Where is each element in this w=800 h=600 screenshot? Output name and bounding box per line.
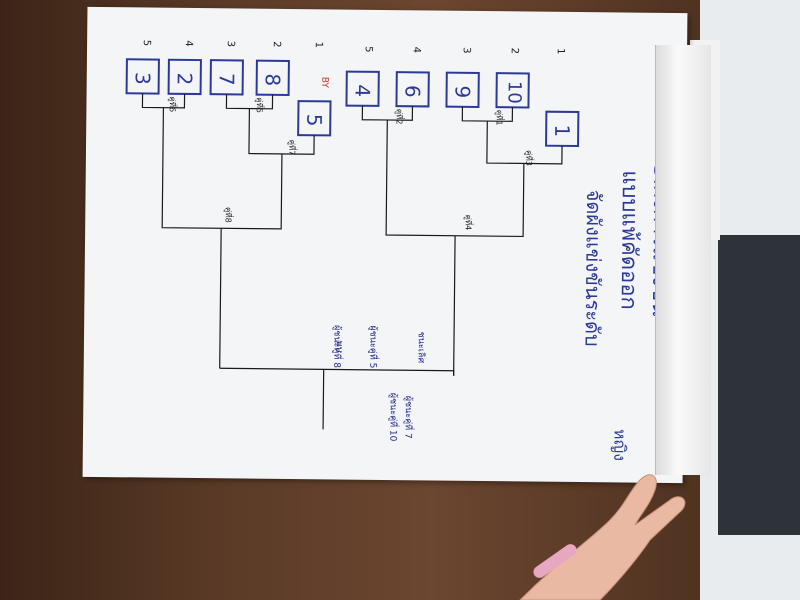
dark-cabinet (718, 235, 800, 535)
row-num-a3: 3 (460, 47, 472, 54)
row-num-b2: 2 (270, 41, 282, 48)
match-label-1: คู่ที่1 (494, 109, 504, 126)
row-num-b3: 3 (224, 40, 236, 48)
title-line-3: จัดผังแข่งขันระดับ (580, 189, 607, 347)
row-num-a2: 2 (508, 47, 520, 55)
row-num-b1: 1 (312, 41, 324, 49)
seed-b2: 8 (260, 73, 285, 87)
row-num-a5: 5 (362, 46, 374, 53)
final-note-5: ผู้ชนะคู่ที่ 8 (331, 324, 342, 369)
seed-a2: 10 (503, 80, 525, 104)
bracket-drawing (125, 58, 580, 430)
final-note-3: ผู้ชนะคู่ที่ 7 (402, 395, 413, 439)
row-num-a1: 1 (554, 48, 566, 55)
row-num-b4: 4 (182, 40, 194, 47)
match-label-8: คู่ที่8 (223, 206, 233, 223)
match-label-6: คู่ที่6 (167, 96, 177, 113)
seed-a4: 6 (400, 84, 425, 98)
final-winner: ชนะเลิศ (415, 331, 426, 364)
bracket-lines-b (141, 93, 455, 430)
row-num-b5: 5 (140, 39, 152, 47)
final-note-1: ผู้ชนะคู่ที่ 5 (367, 325, 378, 369)
match-label-4: คู่ที่4 (463, 214, 473, 231)
seed-b5: 3 (130, 71, 155, 85)
paper-roll (655, 45, 711, 475)
bye-label: BY (319, 76, 330, 89)
match-label-5: คู่ที่5 (254, 97, 264, 114)
bracket-lines-a (361, 105, 563, 376)
seed-a5: 4 (350, 84, 375, 98)
match-label-2: คู่ที่2 (394, 108, 404, 125)
seed-b3: 7 (214, 72, 239, 86)
flipchart-paper: 1 10 9 6 4 5 8 7 2 3 1 2 3 4 5 1 2 3 4 5… (82, 6, 688, 484)
match-label-7: คู่ที่7 (287, 139, 297, 156)
row-num-a4: 4 (410, 46, 422, 54)
final-note-2: ผู้ชนะคู่ที่ 10 (387, 392, 398, 442)
seed-a1: 1 (550, 124, 575, 138)
hand (519, 474, 686, 600)
seed-b1: 5 (302, 113, 327, 127)
match-label-3: คู่ที่3 (524, 150, 534, 166)
seed-b4: 2 (172, 72, 197, 86)
title-line-2: แบบแพ้คัดออก (615, 170, 643, 310)
title-extra: หญิง (610, 428, 630, 462)
seed-a3: 9 (450, 85, 475, 99)
